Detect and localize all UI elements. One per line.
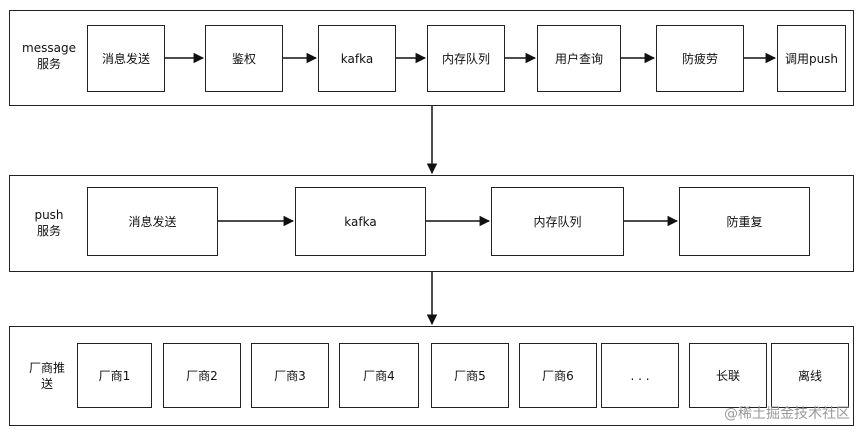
message-step-anti-fatigue: 防疲劳	[656, 25, 744, 92]
vendor-long-connection: 长联	[689, 343, 767, 408]
vendor-3: 厂商3	[251, 343, 329, 408]
vendor-1: 厂商1	[77, 343, 152, 408]
push-step-kafka: kafka	[295, 187, 426, 256]
message-step-user-query: 用户查询	[537, 25, 621, 92]
vendor-ellipsis: . . .	[601, 343, 679, 408]
watermark: @稀土掘金技术社区	[724, 406, 850, 422]
push-step-memory-queue: 内存队列	[491, 187, 624, 256]
push-step-send: 消息发送	[87, 187, 218, 256]
message-step-send: 消息发送	[87, 25, 165, 92]
vendor-push-label: 厂商推 送	[28, 361, 65, 391]
push-step-dedup: 防重复	[679, 187, 810, 256]
message-step-kafka: kafka	[318, 25, 396, 92]
vendor-2: 厂商2	[163, 343, 241, 408]
vendor-5: 厂商5	[431, 343, 509, 408]
message-step-auth: 鉴权	[205, 25, 283, 92]
vendor-4: 厂商4	[339, 343, 419, 408]
message-service-label: message 服务	[22, 41, 76, 71]
message-step-call-push: 调用push	[777, 25, 846, 92]
push-service-label: push 服务	[34, 208, 64, 238]
vendor-6: 厂商6	[519, 343, 597, 408]
vendor-offline: 离线	[771, 343, 849, 408]
message-step-memory-queue: 内存队列	[427, 25, 505, 92]
